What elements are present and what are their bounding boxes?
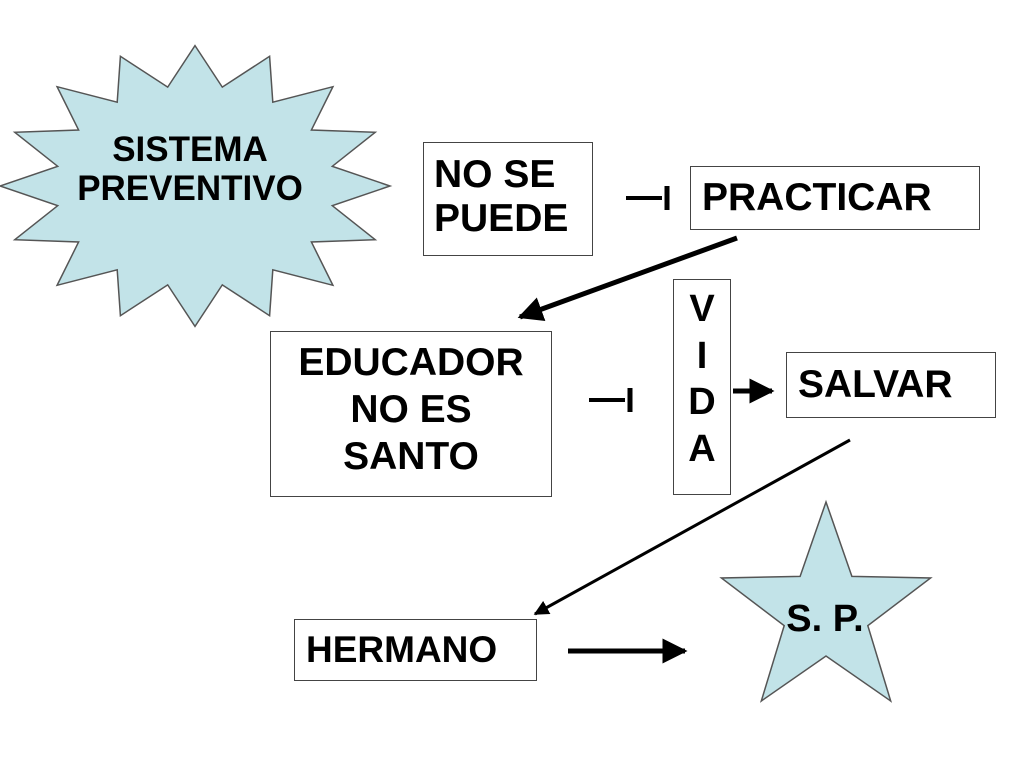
- sp-star-shape: [719, 499, 933, 703]
- node-educador: [270, 331, 552, 497]
- burst-line-1: SISTEMA: [112, 130, 268, 169]
- hermano-label: HERMANO: [306, 629, 498, 670]
- sistema-preventivo-label: SISTEMA PREVENTIVO: [45, 130, 335, 208]
- vida-label: V I D A: [673, 286, 731, 473]
- node-no-se-puede-label: NO SE PUEDE: [434, 153, 568, 240]
- node-salvar: [786, 352, 996, 418]
- arrow-salvar-to-hermano: [533, 438, 851, 616]
- vida-letter-v: V: [689, 288, 715, 330]
- node-hermano: [294, 619, 537, 681]
- burst-line-2: PREVENTIVO: [77, 169, 303, 209]
- node-vida: [673, 279, 731, 495]
- educador-label: EDUCADOR NO ES SANTO: [270, 340, 552, 480]
- arrow-no-se-puede-to-practicar: [626, 186, 670, 210]
- puede-line: PUEDE: [434, 196, 569, 240]
- node-practicar: [690, 166, 980, 230]
- sp-star-label: S. P.: [786, 598, 864, 640]
- salvar-label: SALVAR: [798, 363, 953, 406]
- node-no-se-puede: [423, 142, 593, 256]
- arrow-practicar-to-educador: [517, 235, 738, 322]
- vida-letter-a: A: [688, 428, 716, 471]
- santo-line: SANTO: [343, 434, 479, 478]
- vida-letter-d: D: [688, 381, 716, 424]
- no-es-line: NO ES: [350, 387, 472, 431]
- practicar-label: PRACTICAR: [702, 176, 932, 219]
- educador-line: EDUCADOR: [298, 341, 524, 384]
- no-se-line: NO SE: [434, 153, 556, 196]
- arrow-educador-to-vida: [589, 388, 633, 412]
- sistema-preventivo-burst-shape: [0, 44, 393, 328]
- vida-letter-i: I: [696, 334, 708, 377]
